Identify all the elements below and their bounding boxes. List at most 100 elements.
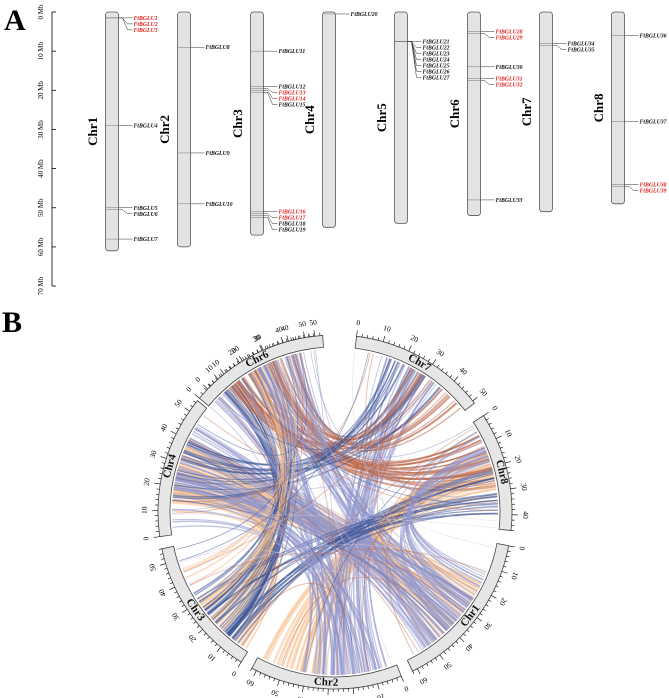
circos-tick [498, 441, 502, 444]
circos-tick [292, 336, 294, 340]
circos-tick [159, 563, 166, 566]
circos-tick [154, 482, 161, 485]
gene-label: FtBGLU31 [496, 77, 523, 83]
chromosome-group-a: Chr1FtBGLU1FtBGLU2FtBGLU3FtBGLU4FtBGLU5F… [85, 11, 668, 252]
gene-label: FtBGLU30 [496, 65, 523, 71]
circos-chromosome-arc [198, 335, 324, 407]
synteny-link [265, 364, 474, 458]
circos-tick-label: 0 [141, 536, 150, 541]
synteny-link [179, 352, 369, 562]
gene-connector [480, 33, 495, 38]
circos-tick [236, 360, 239, 364]
synteny-link [177, 363, 404, 481]
circos-tick [497, 580, 501, 583]
circos-tick [398, 343, 401, 347]
circos-tick-label: 40 [280, 323, 290, 334]
gene-label: FtBGLU4 [134, 124, 158, 130]
panel-b-letter: B [2, 306, 22, 339]
circos-tick-label: 40 [521, 511, 530, 519]
circos-tick [451, 644, 455, 648]
circos-tick [207, 384, 211, 387]
circos-tick-label: 30 [252, 332, 263, 343]
gene-label: FtBGLU16 [279, 210, 306, 216]
circos-tick [271, 343, 274, 347]
circos-tick [466, 629, 470, 633]
gene-label: FtBGLU5 [134, 206, 158, 212]
circos-tick [181, 609, 188, 613]
circos-tick [197, 629, 203, 634]
circos-tick [176, 595, 180, 598]
circos-chromosome-arc [354, 335, 476, 411]
synteny-link [182, 372, 282, 570]
circos-tick [174, 591, 178, 594]
synteny-link [224, 367, 291, 633]
synteny-link [284, 356, 466, 611]
circos-tick-label: 50 [270, 688, 280, 698]
gene-label: FtBGLU14 [279, 96, 306, 102]
chromosome-bar [394, 11, 408, 224]
circos-tick [508, 477, 512, 479]
circos-tick [457, 382, 461, 386]
circos-tick-label: 20 [186, 633, 198, 645]
gene-label: FtBGLU33 [496, 198, 523, 204]
circos-tick [490, 595, 497, 599]
circos-tick [266, 345, 269, 349]
synteny-link [285, 356, 441, 638]
circos-tick [501, 570, 508, 574]
circos-tick [413, 350, 416, 354]
synteny-link [203, 366, 289, 610]
circos-tick [505, 461, 511, 464]
circos-tick [170, 430, 177, 435]
synteny-link [186, 358, 391, 466]
circos-tick [233, 363, 236, 367]
chromosome-label: Chr5 [374, 103, 389, 132]
circos-tick [503, 456, 507, 459]
synteny-link [394, 380, 492, 478]
circos-tick [273, 678, 275, 682]
synteny-link [210, 406, 279, 639]
chromosome-bar [322, 11, 336, 228]
circos-tick [248, 353, 251, 357]
circos-tick [264, 346, 267, 350]
chromosome-bar [467, 11, 481, 216]
circos-tick-label: 0 [517, 546, 527, 552]
circos-tick [459, 637, 465, 643]
synteny-link [277, 359, 419, 440]
circos-tick [167, 577, 171, 580]
synteny-link [228, 387, 339, 675]
gene-label: FtBGLU29 [496, 36, 523, 42]
circos-tick-label: 0 [230, 669, 238, 679]
chromosome-chr1: Chr1FtBGLU1FtBGLU2FtBGLU3FtBGLU4FtBGLU5F… [85, 11, 159, 252]
circos-tick-label: 50 [298, 319, 307, 329]
circos-tick [196, 625, 200, 628]
circos-tick [313, 330, 315, 337]
gene-label: FtBGLU32 [496, 83, 523, 89]
circos-tick [282, 681, 285, 685]
gene-connector [263, 215, 278, 224]
circos-tick [445, 371, 448, 375]
circos-tick-label: 60 [418, 675, 429, 687]
gene-label: FtBGLU25 [423, 63, 450, 69]
circos-tick [299, 335, 301, 339]
circos-tick [169, 582, 173, 585]
circos-tick [169, 586, 175, 591]
synteny-link [270, 361, 435, 642]
circos-tick-label: 10 [509, 571, 520, 581]
circos-tick [268, 344, 271, 348]
circos-tick [181, 604, 185, 607]
circos-tick [426, 663, 429, 667]
synteny-link [374, 357, 498, 506]
circos-tick [226, 653, 229, 657]
circos-tick [244, 356, 247, 360]
circos-tick [303, 334, 305, 338]
circos-tick [193, 400, 196, 403]
circos-tick [165, 572, 170, 575]
circos-tick [449, 374, 453, 378]
circos-tick [218, 374, 221, 378]
chromosome-bar [250, 11, 264, 236]
circos-tick [461, 386, 465, 389]
